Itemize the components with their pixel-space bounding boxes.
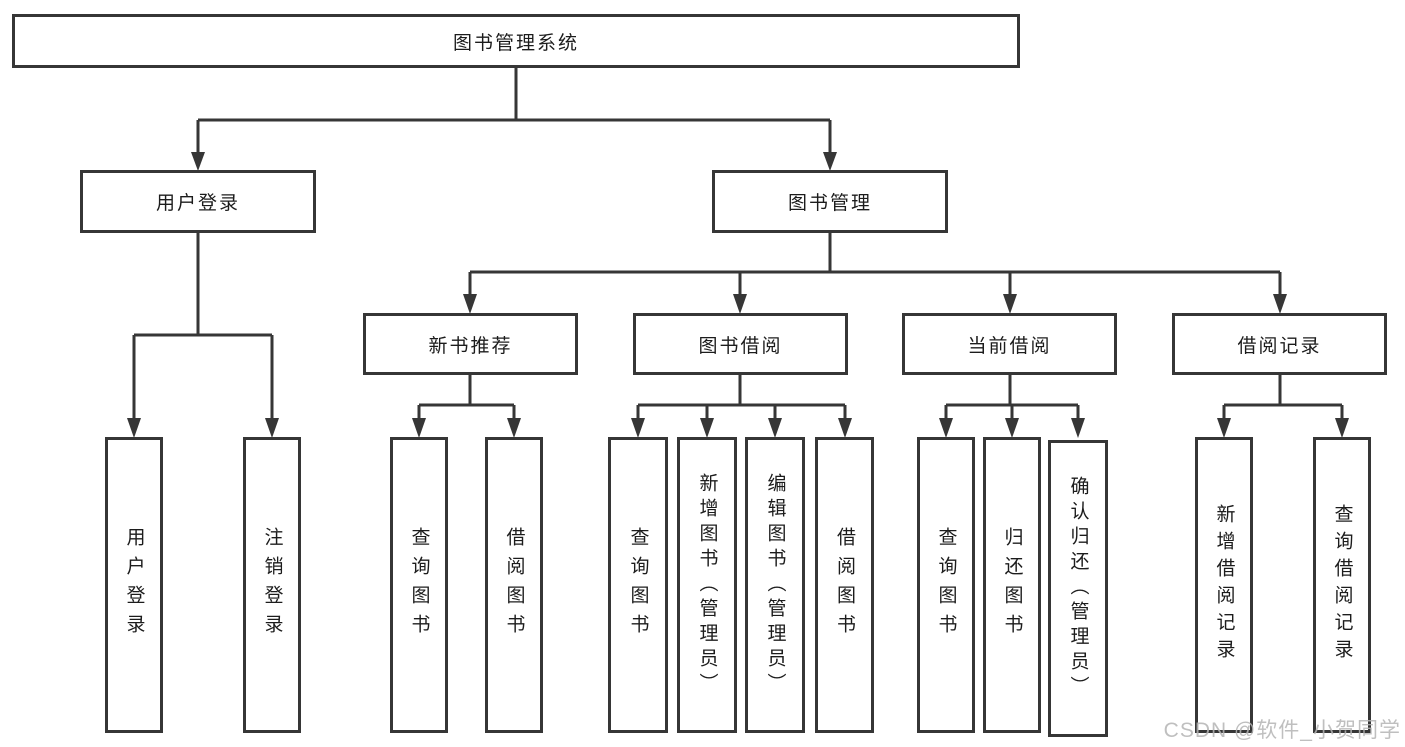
node-new-book-recommend: 新书推荐 xyxy=(363,313,578,375)
leaf-add-borrow-record-label: 新增借阅记录 xyxy=(1213,504,1235,666)
node-book-management: 图书管理 xyxy=(712,170,948,233)
leaf-borrow-book-recommend: 借阅图书 xyxy=(485,437,543,733)
leaf-query-books-current: 查询图书 xyxy=(917,437,975,733)
leaf-query-books-borrowing: 查询图书 xyxy=(608,437,668,733)
leaf-logout: 注销登录 xyxy=(243,437,301,733)
node-new-book-recommend-label: 新书推荐 xyxy=(428,335,513,357)
leaf-logout-label: 注销登录 xyxy=(261,527,283,643)
leaf-confirm-return-admin-label: 确认归还（管理员） xyxy=(1067,476,1089,701)
leaf-borrow-book: 借阅图书 xyxy=(815,437,874,733)
node-current-borrowing: 当前借阅 xyxy=(902,313,1117,375)
leaf-query-borrow-record-label: 查询借阅记录 xyxy=(1331,504,1353,666)
leaf-return-book-label: 归还图书 xyxy=(1001,527,1023,643)
node-root: 图书管理系统 xyxy=(12,14,1020,68)
leaf-borrow-book-recommend-label: 借阅图书 xyxy=(503,527,525,643)
leaf-query-books-recommend: 查询图书 xyxy=(390,437,448,733)
leaf-user-login: 用户登录 xyxy=(105,437,163,733)
leaf-add-book-admin-label: 新增图书（管理员） xyxy=(696,472,718,698)
node-borrowing-records-label: 借阅记录 xyxy=(1237,335,1322,357)
leaf-query-borrow-record: 查询借阅记录 xyxy=(1313,437,1371,733)
node-user-login-label: 用户登录 xyxy=(155,193,240,214)
leaf-add-book-admin: 新增图书（管理员） xyxy=(677,437,737,733)
node-root-label: 图书管理系统 xyxy=(452,32,579,54)
leaf-edit-book-admin-label: 编辑图书（管理员） xyxy=(764,472,786,698)
leaf-add-borrow-record: 新增借阅记录 xyxy=(1195,437,1253,733)
node-book-borrowing: 图书借阅 xyxy=(633,313,848,375)
node-current-borrowing-label: 当前借阅 xyxy=(967,335,1052,357)
leaf-query-books-current-label: 查询图书 xyxy=(935,527,957,643)
leaf-query-books-borrowing-label: 查询图书 xyxy=(627,527,649,643)
leaf-return-book: 归还图书 xyxy=(983,437,1041,733)
leaf-user-login-label: 用户登录 xyxy=(123,527,145,643)
node-borrowing-records: 借阅记录 xyxy=(1172,313,1387,375)
leaf-borrow-book-label: 借阅图书 xyxy=(834,527,855,643)
leaf-edit-book-admin: 编辑图书（管理员） xyxy=(745,437,805,733)
watermark: CSDN @软件_小贺同学 xyxy=(1163,719,1401,742)
node-book-borrowing-label: 图书借阅 xyxy=(698,335,783,357)
node-user-login: 用户登录 xyxy=(80,170,316,233)
leaf-confirm-return-admin: 确认归还（管理员） xyxy=(1048,440,1108,737)
leaf-query-books-recommend-label: 查询图书 xyxy=(408,527,430,643)
node-book-management-label: 图书管理 xyxy=(787,193,872,214)
